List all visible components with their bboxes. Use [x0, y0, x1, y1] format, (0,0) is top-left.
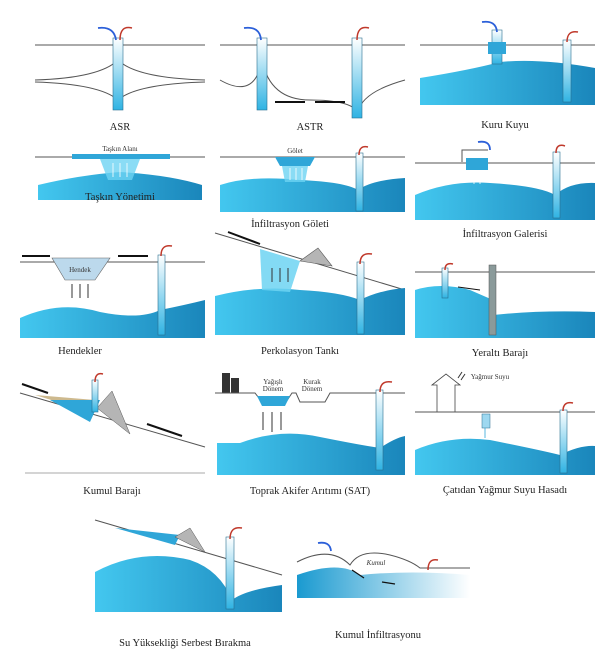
panel-rooftop-harvest: Yağmur Suyu Çatıdan Yağmur Suyu Hasadı — [415, 371, 595, 496]
panel-label-kuru-kuyu: Kuru Kuyu — [481, 120, 529, 131]
extract-arrow-icon — [356, 26, 370, 41]
panel-label-kumul-baraji: Kumul Barajı — [83, 486, 141, 497]
panel-hendekler: Hendek Hendekler — [20, 244, 205, 357]
extract-arrow-icon — [444, 262, 454, 271]
panel-label-rooftop-harvest: Çatıdan Yağmur Suyu Hasadı — [443, 485, 567, 496]
panel-sat: Yağışlı Dönem Kurak Dönem Toprak Akifer … — [215, 373, 405, 497]
taskin-alani-label: Taşkın Alanı — [102, 145, 138, 153]
extract-arrow-icon — [562, 401, 574, 412]
extract-arrow-icon — [119, 26, 133, 41]
wet-period-label-2: Dönem — [263, 385, 284, 393]
wet-period-label: Yağışlı — [263, 378, 283, 386]
panel-label-taskin-yonetimi: Taşkın Yönetimi — [85, 192, 155, 203]
inject-arrow-icon — [243, 26, 262, 41]
extract-arrow-icon — [359, 252, 373, 265]
panel-label-su-yuksekligi: Su Yüksekliği Serbest Bırakma — [119, 638, 251, 649]
inject-arrow-icon — [97, 26, 117, 41]
extract-arrow-icon — [555, 144, 566, 154]
dry-period-label: Kurak — [303, 378, 321, 386]
inject-arrow-icon — [317, 541, 332, 552]
panel-kumul-infiltrasyonu: Kumul Kumul İnfiltrasyonu — [296, 541, 470, 641]
panel-infiltrasyon-galerisi: İnfiltrasyon Galerisi — [415, 140, 595, 240]
panel-yeralti-baraji: Yeraltı Barajı — [415, 262, 595, 359]
panel-kumul-baraji: Kumul Barajı — [19, 372, 206, 497]
panel-label-yeralti-baraji: Yeraltı Barajı — [472, 348, 528, 359]
panel-label-hendekler: Hendekler — [58, 346, 102, 357]
extract-arrow-icon — [358, 145, 369, 156]
panel-label-astr: ASTR — [297, 122, 324, 133]
panel-label-infiltrasyon-galerisi: İnfiltrasyon Galerisi — [463, 228, 548, 240]
extract-arrow-icon — [94, 372, 104, 383]
house-icon — [430, 373, 462, 413]
panel-label-perkolasyon-tanki: Perkolasyon Tankı — [261, 346, 339, 357]
extract-arrow-icon — [379, 380, 393, 393]
inject-arrow-icon — [477, 140, 491, 151]
panel-astr: ASTR — [219, 26, 406, 133]
panel-label-asr: ASR — [110, 122, 130, 133]
inject-arrow-icon — [481, 20, 498, 33]
dry-period-label-2: Dönem — [302, 385, 323, 393]
golet-label: Gölet — [287, 147, 303, 155]
panel-taskin-yonetimi: Taşkın Alanı Taşkın Yönetimi — [35, 145, 205, 203]
panel-infiltrasyon-goleti: Gölet İnfiltrasyon Göleti — [220, 145, 405, 230]
yagmur-suyu-label: Yağmur Suyu — [471, 373, 510, 381]
hendek-label: Hendek — [69, 266, 91, 274]
panel-asr: ASR — [34, 26, 206, 133]
extract-arrow-icon — [160, 244, 173, 257]
panel-label-infiltrasyon-goleti: İnfiltrasyon Göleti — [251, 218, 329, 230]
extract-arrow-icon — [427, 558, 439, 571]
panel-kuru-kuyu: Kuru Kuyu — [420, 20, 595, 131]
panel-label-kumul-infiltrasyonu: Kumul İnfiltrasyonu — [335, 629, 422, 641]
panel-su-yuksekligi: Su Yüksekliği Serbest Bırakma — [94, 519, 283, 649]
kumul-label: Kumul — [366, 559, 386, 567]
panel-perkolasyon-tanki: Perkolasyon Tankı — [214, 231, 406, 357]
extract-arrow-icon — [229, 526, 243, 540]
panel-label-sat: Toprak Akifer Arıtımı (SAT) — [250, 486, 371, 497]
extract-arrow-icon — [566, 30, 579, 43]
